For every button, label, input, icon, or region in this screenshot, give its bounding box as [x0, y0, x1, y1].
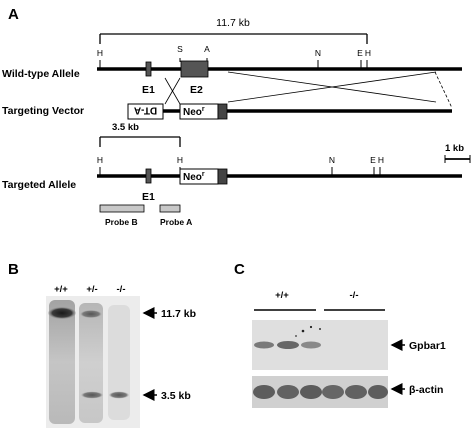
site-a: A: [204, 44, 210, 54]
exon-e2-label: E2: [190, 84, 203, 96]
dta-cassette: DT-A: [127, 103, 164, 120]
exon-e2-box: [180, 60, 209, 78]
genotype-het-label: +/-: [86, 284, 97, 295]
restriction-sites-wildtype: [99, 58, 368, 69]
band-ko-3-5kb: [109, 391, 129, 399]
site-e-1: E: [357, 48, 363, 58]
site-h-2: H: [365, 48, 371, 58]
lane-wt-smear: [49, 300, 75, 424]
probe-a-bar: [159, 204, 181, 213]
panel-b-label: B: [8, 261, 19, 278]
dta-label: DT-A: [134, 105, 157, 116]
band-het-3-5kb: [81, 391, 103, 399]
band-label-3-5kb: 3.5 kb: [161, 390, 191, 402]
exon-e1-targeted-box: [145, 168, 152, 184]
band-label-11-7kb: 11.7 kb: [161, 308, 196, 320]
targeted-block: [217, 168, 228, 185]
bracket-11-7kb: [99, 33, 368, 44]
lane-het-smear: [79, 303, 103, 423]
vector-block: [217, 103, 228, 120]
site-e-2: E: [370, 155, 376, 165]
site-h-1: H: [97, 48, 103, 58]
row-label-beta-actin: β-actin: [409, 384, 443, 396]
panel-c-label: C: [234, 261, 245, 278]
gpbar1-blot: [252, 320, 388, 370]
site-n-2: N: [329, 155, 335, 165]
site-h-5: H: [378, 155, 384, 165]
probe-a-label: Probe A: [160, 217, 192, 227]
group-ko-label: -/-: [350, 290, 359, 301]
neo-label-targeted: Neor: [183, 171, 205, 183]
probe-b-label: Probe B: [105, 217, 138, 227]
size-label-3-5kb: 3.5 kb: [112, 122, 139, 133]
genotype-ko-label: -/-: [117, 284, 126, 295]
southern-blot: [46, 296, 140, 428]
scale-bar: [444, 155, 471, 163]
group-wt-label: +/+: [275, 290, 289, 301]
beta-actin-blot: [252, 376, 388, 408]
row-label-targeted: Targeted Allele: [2, 179, 76, 191]
site-n-1: N: [315, 48, 321, 58]
recombination-lines: [164, 71, 453, 109]
exon-e1-label: E1: [142, 84, 155, 96]
genotype-wt-label: +/+: [54, 284, 68, 295]
probe-b-bar: [99, 204, 145, 213]
bracket-3-5kb: [99, 136, 181, 147]
lane-ko-smear: [108, 305, 130, 420]
site-h-3: H: [97, 155, 103, 165]
scale-bar-label: 1 kb: [445, 143, 464, 154]
site-s: S: [177, 44, 183, 54]
neo-label-vector: Neor: [183, 106, 205, 118]
panel-a-label: A: [8, 6, 19, 23]
band-het-11-7kb: [80, 310, 102, 318]
site-h-4: H: [177, 155, 183, 165]
exon-e1-box: [145, 61, 152, 77]
size-label-11-7kb: 11.7 kb: [216, 17, 250, 29]
exon-e1-targeted-label: E1: [142, 191, 155, 203]
row-label-gpbar1: Gpbar1: [409, 340, 446, 352]
row-label-wildtype: Wild-type Allele: [2, 68, 80, 80]
band-wt-11-7kb: [48, 307, 76, 319]
row-label-vector: Targeting Vector: [2, 105, 84, 117]
